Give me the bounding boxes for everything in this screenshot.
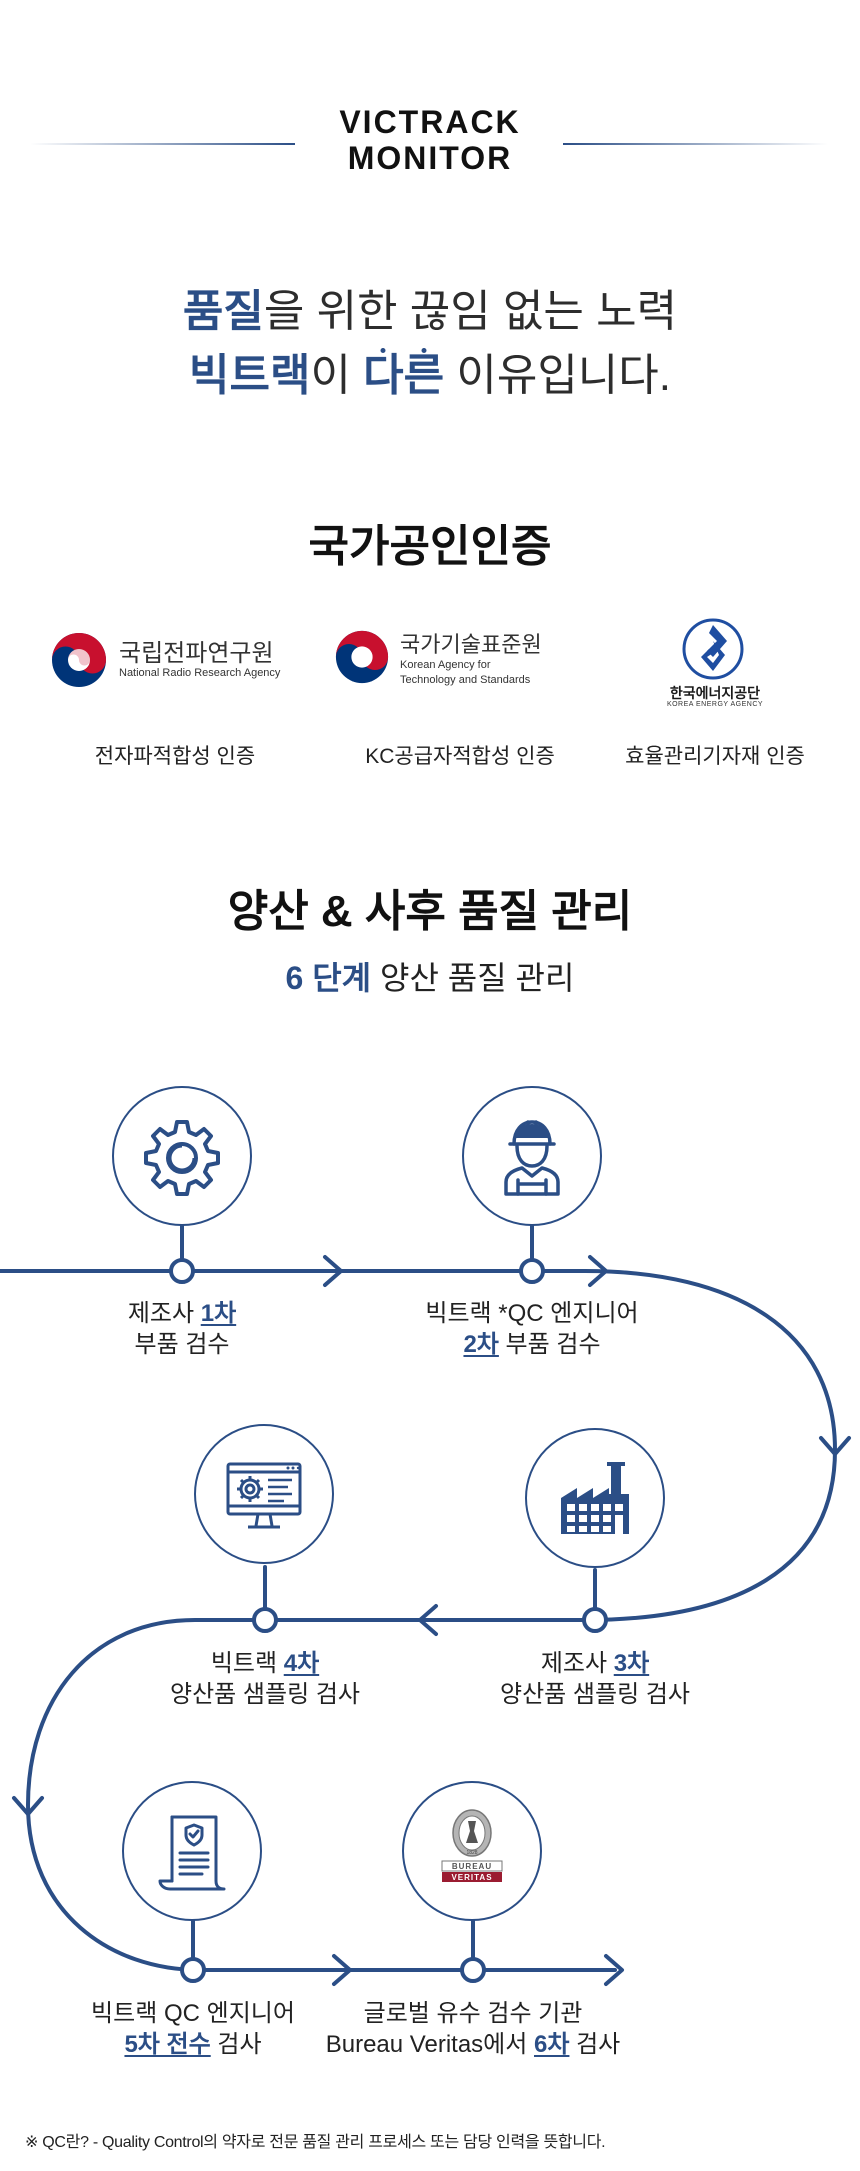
step-4-text-2: 양산품 샘플링 검사 [170, 1681, 360, 1708]
certifications-title: 국가공인인증 [308, 522, 552, 571]
step-2-highlight: 2차 [463, 1331, 499, 1358]
step-1-label: 제조사 1차 부품 검수 [22, 1298, 342, 1360]
tagline-highlight-different-2: 른 [404, 344, 444, 408]
kats-logo: 국가기술표준원 Korean Agency for Technology and… [330, 625, 590, 697]
bv-text-bureau: BUREAU [452, 1862, 492, 1871]
brand-line-2: MONITOR [347, 140, 513, 176]
rra-logo: 국립전파연구원 National Radio Research Agency [45, 625, 305, 697]
step-6-text: 글로벌 유수 검수 기관 [363, 2000, 583, 2027]
taegeuk-icon [52, 633, 106, 687]
step-3-text-2: 양산품 샘플링 검사 [500, 1681, 690, 1708]
tagline-line-2-rest: 이유입니다. [444, 351, 671, 400]
step-6-icon-circle: 1828 BUREAU VERITAS [402, 1781, 542, 1921]
qc-subtitle-highlight: 6 단계 [285, 960, 372, 996]
step-1-text: 제조사 [127, 1300, 201, 1327]
step-6-highlight: 6차 [534, 2031, 570, 2058]
qc-subtitle: 6 단계 양산 품질 관리 [0, 953, 860, 999]
step-2-label: 빅트랙 *QC 엔지니어 2차 부품 검수 [372, 1298, 692, 1360]
step-1-highlight: 1차 [200, 1300, 237, 1327]
step-4-label: 빅트랙 4차 양산품 샘플링 검사 [105, 1648, 425, 1710]
step-6-label: 글로벌 유수 검수 기관 Bureau Veritas에서 6차 검사 [313, 1998, 633, 2060]
factory-icon [561, 1462, 629, 1534]
step-5-icon-circle [122, 1781, 262, 1921]
tagline: 품질을 위한 끊임 없는 노력 빅트랙이 다른 이유입니다. [0, 280, 860, 408]
brand-logo-text: VICTRACK MONITOR [300, 104, 560, 176]
flow-node-2 [519, 1258, 545, 1284]
step-5-text: 빅트랙 QC 엔지니어 [91, 2000, 295, 2027]
cert-item-rra: 국립전파연구원 National Radio Research Agency 전… [45, 625, 305, 768]
kea-emblem-icon [682, 618, 744, 680]
cert-caption-efficiency: 효율관리기자재 인증 [625, 745, 805, 768]
step-4-text: 빅트랙 [210, 1650, 284, 1677]
kats-name-en-1: Korean Agency for [400, 659, 491, 671]
step-5-highlight: 5차 전수 [124, 2031, 211, 2058]
qc-subtitle-rest: 양산 품질 관리 [371, 960, 575, 996]
step-4-highlight: 4차 [283, 1650, 320, 1677]
step-1-text-2: 부품 검수 [134, 1331, 230, 1358]
step-1-icon-circle [112, 1086, 252, 1226]
tagline-highlight-quality: 품질 [182, 287, 264, 336]
document-shield-icon [158, 1815, 226, 1891]
tagline-highlight-brand: 빅트랙 [189, 351, 311, 400]
cert-caption-emc: 전자파적합성 인증 [94, 745, 256, 768]
kea-name-en: KOREA ENERGY AGENCY [666, 701, 764, 708]
flow-node-3 [582, 1607, 608, 1633]
flow-arrow-2 [588, 1255, 608, 1287]
step-6-text-3: 검사 [569, 2031, 621, 2058]
kats-name-en-2: Technology and Standards [400, 674, 531, 686]
qc-title: 양산 & 사후 품질 관리 [227, 887, 633, 936]
step-3-icon-circle [525, 1428, 665, 1568]
rra-name-en: National Radio Research Agency [119, 667, 281, 679]
tagline-line-1-rest: 을 위한 끊임 없는 노력 [263, 287, 678, 336]
taegeuk-icon [335, 630, 389, 684]
flow-arrow-1 [323, 1255, 343, 1287]
tagline-line-2: 빅트랙이 다른 이유입니다. [0, 344, 860, 408]
flow-arrow-4 [418, 1604, 438, 1636]
step-5-text-2: 검사 [210, 2031, 262, 2058]
kea-logo: 한국에너지공단 KOREA ENERGY AGENCY [585, 618, 845, 708]
step-5-label: 빅트랙 QC 엔지니어 5차 전수 검사 [33, 1998, 353, 2060]
flow-node-4 [252, 1607, 278, 1633]
kea-name-ko: 한국에너지공단 [669, 685, 761, 701]
flow-arrow-6 [332, 1954, 352, 1986]
flow-node-6 [460, 1957, 486, 1983]
step-3-text: 제조사 [540, 1650, 614, 1677]
tagline-line-1: 품질을 위한 끊임 없는 노력 [0, 280, 860, 344]
bv-year: 1828 [466, 1850, 477, 1856]
tagline-highlight-different-1: 다 [363, 344, 403, 408]
cert-item-kats: 국가기술표준원 Korean Agency for Technology and… [330, 625, 590, 768]
step-2-text-2: 부품 검수 [498, 1331, 601, 1358]
brand-divider-right [563, 143, 828, 145]
brand-line-1: VICTRACK [339, 104, 521, 140]
step-6-text-2: Bureau Veritas에서 [325, 2031, 534, 2058]
flow-node-1 [169, 1258, 195, 1284]
step-3-label: 제조사 3차 양산품 샘플링 검사 [435, 1648, 755, 1710]
rra-name-ko: 국립전파연구원 [119, 640, 274, 667]
step-4-icon-circle [194, 1424, 334, 1564]
flow-arrow-5 [12, 1796, 44, 1816]
step-2-icon-circle [462, 1086, 602, 1226]
bv-text-veritas: VERITAS [451, 1873, 492, 1882]
tagline-particle: 이 [310, 351, 364, 400]
qc-footnote: ※ QC란? - Quality Control의 약자로 전문 품질 관리 프… [25, 2134, 606, 2151]
flow-node-5 [180, 1957, 206, 1983]
cert-item-kea: 한국에너지공단 KOREA ENERGY AGENCY 효율관리기자재 인증 [585, 618, 845, 768]
monitor-gear-icon [226, 1462, 302, 1529]
gear-icon [144, 1120, 220, 1196]
flow-arrow-3 [819, 1436, 851, 1456]
kats-name-ko: 국가기술표준원 [400, 632, 542, 657]
engineer-icon [504, 1120, 560, 1196]
brand-divider-left [30, 143, 295, 145]
cert-caption-kc: KC공급자적합성 인증 [365, 745, 555, 768]
step-3-highlight: 3차 [613, 1650, 650, 1677]
bureau-veritas-logo: 1828 BUREAU VERITAS [441, 1809, 503, 1882]
step-2-text: 빅트랙 *QC 엔지니어 [425, 1300, 639, 1327]
flow-arrow-7 [604, 1954, 624, 1986]
